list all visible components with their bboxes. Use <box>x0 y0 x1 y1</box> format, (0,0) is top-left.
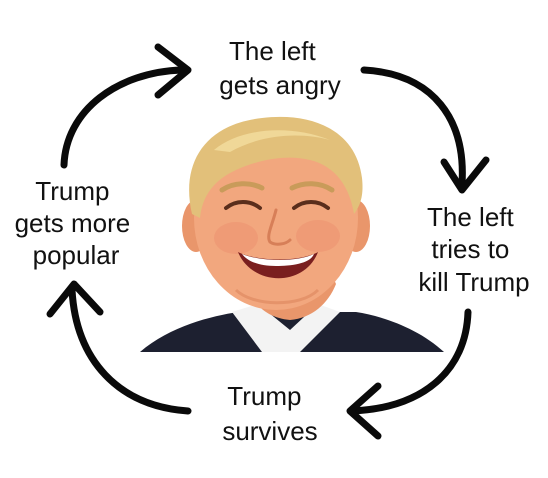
chin-shadow <box>234 288 320 305</box>
arrow-n3-to-n4 <box>46 280 192 415</box>
arrow-n1-to-n2 <box>360 66 490 194</box>
right-cheek <box>296 220 340 252</box>
right-eyebrow <box>289 181 335 193</box>
center-photo <box>140 116 444 352</box>
node-left-tries-to-kill: The left tries to kill Trump <box>418 202 529 297</box>
node-trump-gets-more-popular: Trump gets more popular <box>15 176 138 270</box>
arrow-n4-to-n1 <box>60 43 192 169</box>
nose <box>267 208 292 246</box>
left-eyebrow <box>219 181 265 193</box>
teeth <box>242 254 314 266</box>
face <box>194 126 358 310</box>
hair-highlight <box>214 130 330 152</box>
node-left-gets-angry: The left gets angry <box>219 36 340 100</box>
shirt-collar <box>232 304 340 352</box>
node-trump-survives: Trump survives <box>222 381 317 446</box>
right-eye <box>292 200 330 210</box>
left-cheek <box>214 222 258 254</box>
arrow-n2-to-n3 <box>346 308 472 440</box>
left-eye <box>224 200 262 210</box>
